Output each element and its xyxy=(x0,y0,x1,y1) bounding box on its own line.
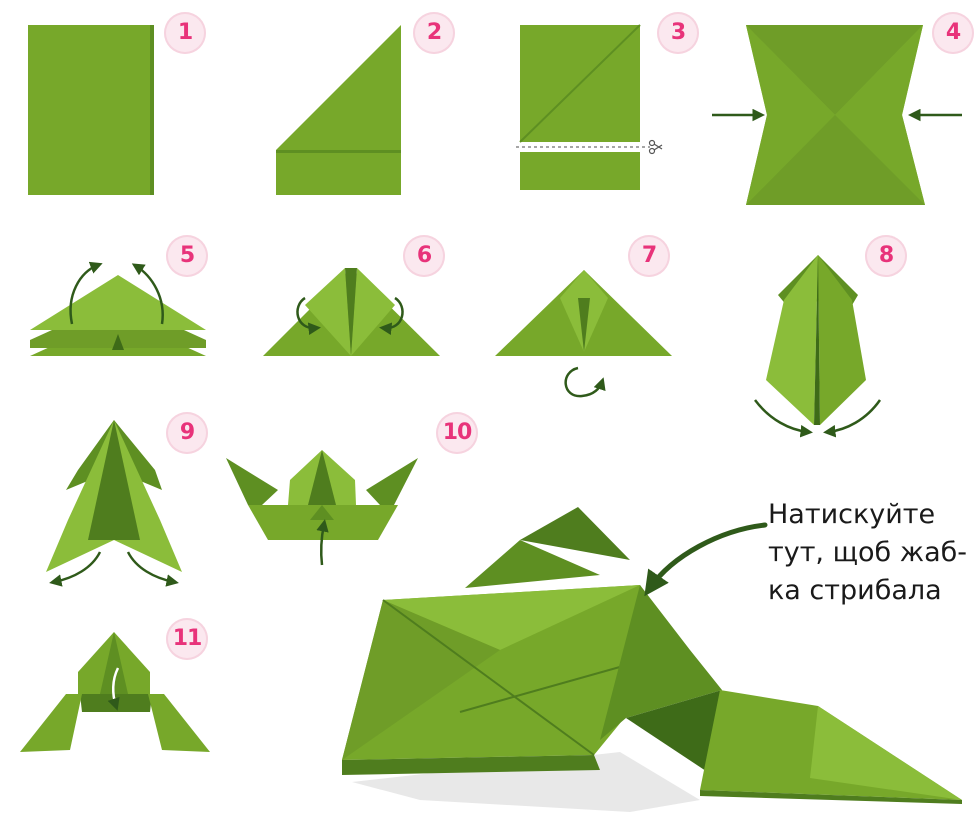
step-badge-10: 10 xyxy=(436,412,478,454)
step-badge-11: 11 xyxy=(166,618,208,660)
step-badge-5: 5 xyxy=(166,235,208,277)
step-badge-7: 7 xyxy=(628,235,670,277)
step-badge-1: 1 xyxy=(164,12,206,54)
step-9-paper xyxy=(46,420,182,582)
step-2-paper xyxy=(276,25,401,195)
step-5-paper xyxy=(30,265,206,356)
step-1-paper xyxy=(28,25,154,195)
caption-line-3: ка стрибала xyxy=(768,572,978,610)
step-10-paper xyxy=(226,450,418,565)
step-6-paper xyxy=(263,268,440,356)
step-badge-8: 8 xyxy=(865,235,907,277)
press-here-caption: Натискуйте тут, щоб жаб- ка стрибала xyxy=(768,496,978,610)
step-badge-4: 4 xyxy=(932,12,974,54)
step-7-paper xyxy=(495,270,672,396)
step-badge-2: 2 xyxy=(413,12,455,54)
step-badge-9: 9 xyxy=(166,412,208,454)
step-badge-6: 6 xyxy=(403,235,445,277)
step-4-paper xyxy=(712,25,962,205)
step-badge-3: 3 xyxy=(657,12,699,54)
caption-line-2: тут, щоб жаб- xyxy=(768,534,978,572)
step-8-paper xyxy=(755,255,880,432)
scissors-icon xyxy=(650,141,663,154)
step-3-paper xyxy=(516,25,662,190)
caption-line-1: Натискуйте xyxy=(768,496,978,534)
